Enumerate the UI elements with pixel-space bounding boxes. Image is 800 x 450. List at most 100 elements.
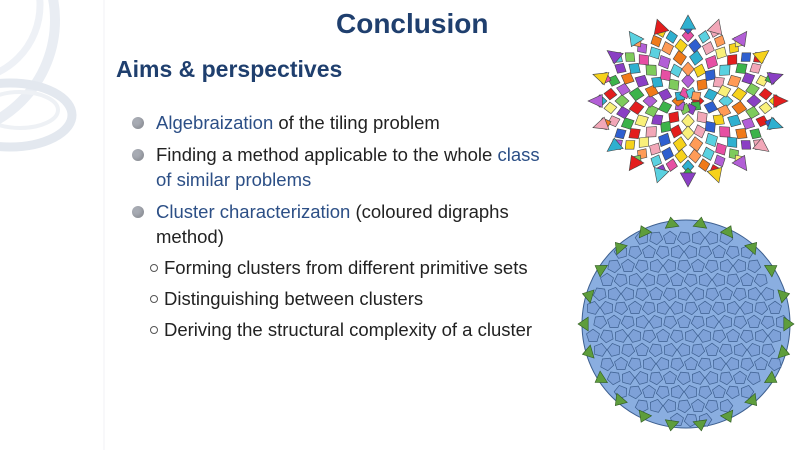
rosette-tile <box>638 136 649 148</box>
penrose-tile <box>740 357 755 372</box>
rosette-spike <box>606 137 624 152</box>
penrose-edge-tile <box>577 316 589 332</box>
penrose-edge-tile <box>719 225 734 239</box>
rosette-tile <box>649 46 661 60</box>
rosette-tile <box>650 154 662 168</box>
rosette-spike <box>731 154 748 172</box>
penrose-tile <box>698 272 713 287</box>
penrose-tile <box>691 230 706 245</box>
rosette-spike <box>587 94 603 108</box>
sub-bullet-forming-clusters: Forming clusters from different primitiv… <box>148 255 555 280</box>
rosette-spike <box>606 50 624 65</box>
rosette-spike <box>628 30 645 48</box>
rosette-tile <box>665 30 678 44</box>
rosette-tile <box>741 117 756 130</box>
rosette-tile <box>717 84 732 98</box>
rosette-tile <box>620 72 635 85</box>
penrose-tile <box>712 356 727 371</box>
rosette-tile <box>672 136 687 152</box>
penrose-tile <box>719 286 733 300</box>
rosette-tile <box>703 88 718 102</box>
rosette-tile <box>696 111 708 124</box>
rosette-tile <box>731 100 748 115</box>
rosette-tile <box>745 106 760 120</box>
rosette-tile <box>624 140 636 150</box>
rosette-tile <box>689 136 704 152</box>
penrose-tile <box>691 398 705 412</box>
penrose-tile <box>760 315 775 330</box>
penrose-tile <box>628 385 643 400</box>
penrose-tile <box>663 370 677 384</box>
penrose-tile <box>739 300 754 315</box>
penrose-tile <box>586 300 601 315</box>
rosette-spike <box>679 14 697 30</box>
decorative-rings <box>0 0 105 450</box>
penrose-tile <box>677 314 691 328</box>
bullet-highlight: Algebraization <box>156 112 274 133</box>
penrose-edge-tile <box>594 370 609 383</box>
rosette-tile <box>690 91 702 101</box>
penrose-tile <box>606 371 621 386</box>
penrose-tile <box>690 286 705 301</box>
penrose-tile <box>712 384 726 398</box>
penrose-tile <box>635 342 649 356</box>
rosette-tile <box>715 142 727 156</box>
rosette-tile <box>735 128 748 140</box>
penrose-tile <box>607 314 621 328</box>
penrose-tile <box>691 258 705 272</box>
penrose-tile <box>676 231 691 246</box>
bullet-finding-method: Finding a method applicable to the whole… <box>130 142 555 192</box>
penrose-tile <box>592 287 607 302</box>
rosette-tile <box>741 72 756 85</box>
penrose-tile <box>642 329 657 344</box>
penrose-tile <box>704 259 719 274</box>
rosette-tile <box>702 146 715 161</box>
rosette-tile <box>758 101 773 115</box>
penrose-tile <box>634 259 649 274</box>
penrose-tile <box>663 315 678 330</box>
rosette-tile <box>745 82 760 96</box>
rosette-tile <box>719 64 731 76</box>
penrose-tile <box>732 287 747 302</box>
penrose-edge-tile <box>744 241 758 256</box>
penrose-tile <box>656 300 671 315</box>
penrose-tile <box>719 371 734 386</box>
penrose-tile <box>607 259 622 274</box>
rosette-tile <box>669 124 683 139</box>
rosette-tile <box>614 94 630 108</box>
rosette-tile <box>658 100 673 114</box>
rosette-tile <box>614 62 627 74</box>
rosette-tile <box>658 132 671 147</box>
penrose-tile <box>676 371 691 386</box>
penrose-edge-tile <box>783 316 795 332</box>
penrose-tile <box>627 357 642 372</box>
rosette-tile <box>668 78 680 91</box>
rosette-spike <box>653 18 670 36</box>
rosette-tile <box>702 41 715 56</box>
penrose-tile <box>711 301 726 316</box>
penrose-tile <box>697 328 712 343</box>
penrose-tile <box>586 328 600 342</box>
penrose-tile <box>725 356 740 371</box>
penrose-tile <box>599 329 614 344</box>
penrose-edge-tile <box>692 419 708 432</box>
penrose-edge-tile <box>638 225 653 239</box>
penrose-edge-tile <box>777 289 791 304</box>
penrose-tile <box>711 272 726 287</box>
penrose-tile <box>698 385 713 400</box>
rosette-tile <box>628 128 641 140</box>
penrose-tile <box>628 245 643 260</box>
rosette-tile <box>717 104 732 118</box>
penrose-tile <box>684 328 699 343</box>
rosette-tile <box>689 50 704 66</box>
penrose-tile <box>669 329 684 344</box>
rosette-tile <box>620 117 635 130</box>
rosette-tile <box>758 87 773 101</box>
penrose-edge-tile <box>777 344 791 359</box>
colored-rosette-tiling-image <box>587 14 789 188</box>
bullet-text: (coloured digraphs method) <box>156 201 509 247</box>
penrose-tile <box>656 273 671 288</box>
penrose-tile <box>670 244 685 259</box>
penrose-tile <box>754 328 769 343</box>
penrose-tile <box>649 258 664 273</box>
